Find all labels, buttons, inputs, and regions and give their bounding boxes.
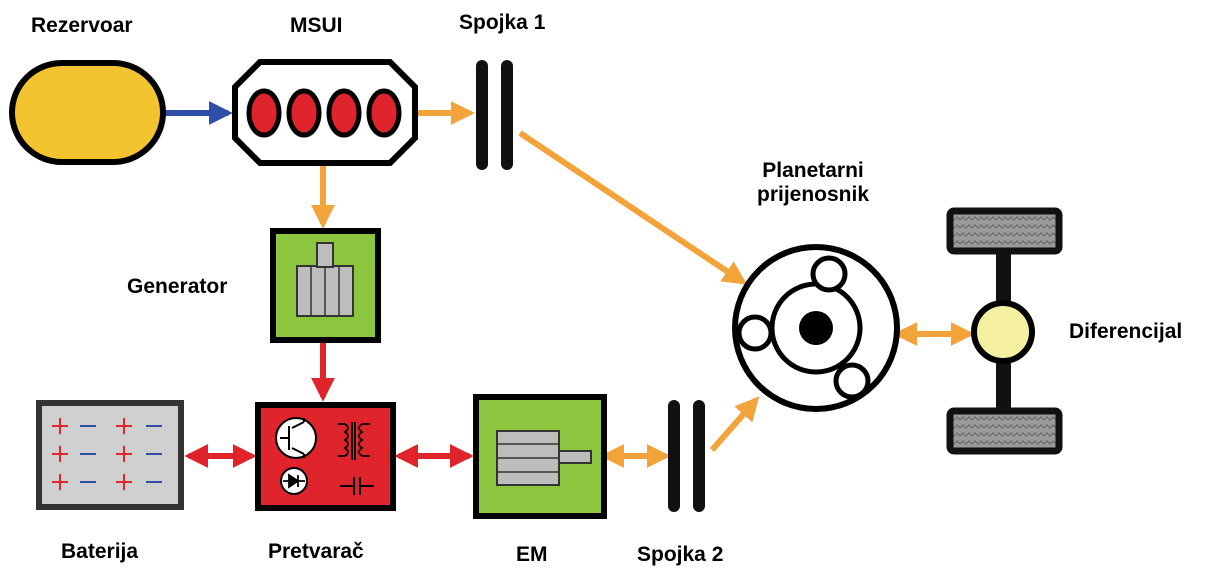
engine-cylinder [366, 88, 402, 138]
clutch2-label: Spojka 2 [637, 543, 724, 566]
planetary-label: Planetarni prijenosnik [757, 159, 869, 207]
planet-gear [810, 255, 848, 293]
clutch1-icon [476, 60, 513, 170]
tank-label: Rezervoar [31, 14, 133, 37]
planetary-label-line1: Planetarni [762, 159, 864, 182]
axle-differential-icon [946, 207, 1063, 455]
clutch1-to-planetary-arrow [518, 130, 747, 285]
motor-label: EM [516, 543, 548, 566]
engine-label: MSUI [290, 14, 343, 37]
capacitor-symbol [340, 477, 374, 495]
fuel-tank-icon [9, 60, 166, 165]
electric-motor-icon [473, 394, 607, 519]
wheel [946, 407, 1063, 455]
engine-cylinder [326, 88, 362, 138]
planet-gear [833, 362, 871, 400]
engine-cylinder [246, 88, 282, 138]
clutch1-label: Spojka 1 [459, 11, 546, 34]
converter-label: Pretvarač [268, 540, 364, 563]
wheel [946, 207, 1063, 255]
clutch2-to-planetary-arrow [709, 396, 760, 452]
generator-label: Generator [127, 275, 228, 298]
differential-hub [971, 300, 1035, 364]
generator-icon [270, 228, 381, 343]
power-converter-icon [255, 402, 396, 511]
planetary-label-line2: prijenosnik [757, 183, 870, 207]
engine-cylinder [286, 88, 322, 138]
differential-label: Diferencijal [1069, 320, 1183, 343]
clutch2-icon [668, 400, 705, 512]
planet-gear [736, 314, 774, 352]
transistor-symbol [275, 417, 317, 459]
battery-icon [36, 400, 184, 510]
planetary-gear-icon [732, 244, 900, 412]
battery-label: Baterija [61, 540, 139, 563]
engine-icon [232, 59, 418, 166]
transformer-symbol [338, 422, 370, 460]
